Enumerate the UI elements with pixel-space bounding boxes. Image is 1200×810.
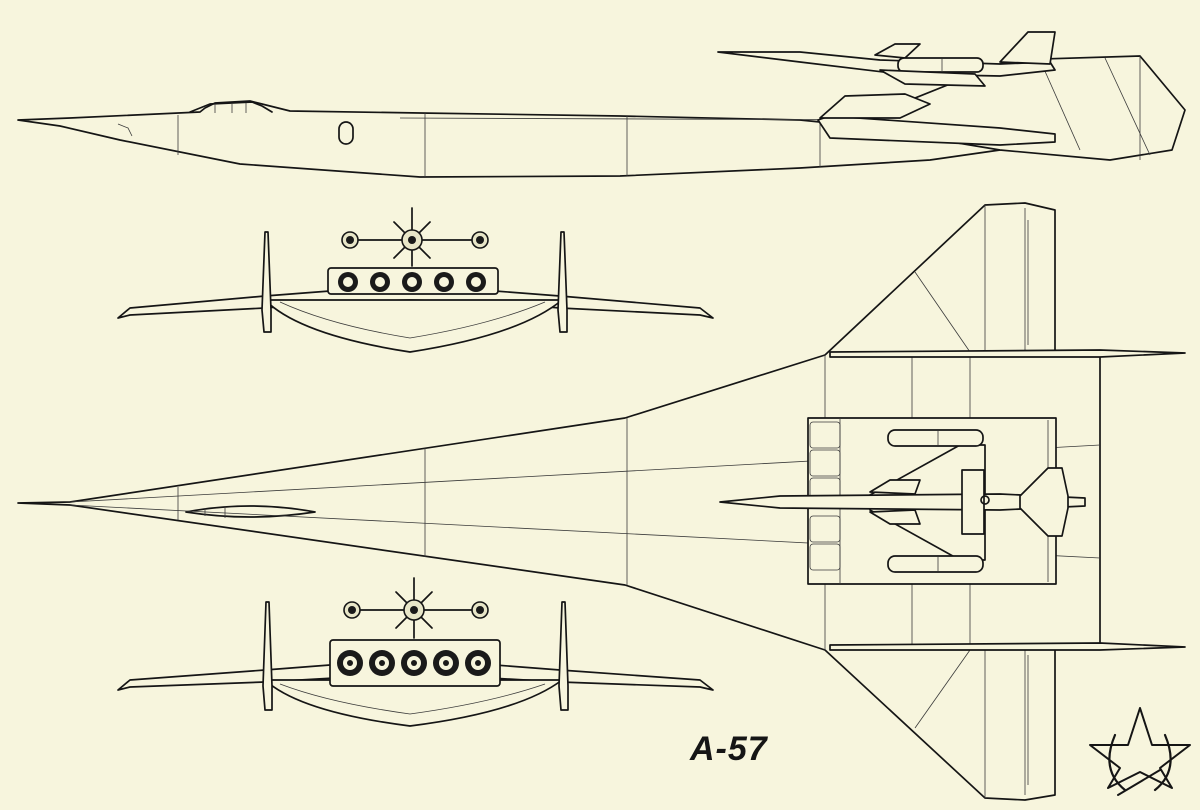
top-fin-right: [829, 642, 1186, 651]
drone-engine-right: [887, 555, 984, 573]
drone-engine-left: [887, 429, 984, 447]
side-drone-wing: [879, 69, 986, 87]
nose-panel: [117, 123, 133, 137]
side-chine: [399, 117, 901, 121]
intake-duct: [809, 543, 841, 571]
side-drone-canard: [874, 43, 921, 59]
side-view: [17, 31, 1186, 178]
rear-belly: [264, 679, 563, 727]
drone-fuselage: [719, 493, 1086, 511]
intake-duct: [809, 449, 841, 477]
wing-panel: [914, 271, 971, 353]
rear-drone: [343, 577, 489, 639]
drone-tail: [1019, 467, 1069, 537]
wing-panel: [914, 649, 971, 729]
side-dorsal-mount: [819, 93, 931, 119]
rear-fin-right: [558, 601, 569, 711]
front-belly: [264, 299, 563, 353]
rear-belly-contour: [279, 683, 546, 715]
drone-center-section: [961, 469, 985, 535]
rear-fin-left: [262, 601, 273, 711]
rear-nozzles: [337, 650, 491, 676]
aircraft-designation: A-57: [690, 730, 768, 768]
intake-duct: [809, 421, 841, 449]
side-drone-engine: [897, 57, 984, 73]
top-fin-left: [829, 349, 1186, 358]
front-view: [117, 207, 714, 353]
front-drone: [341, 207, 489, 267]
drone-canard-right: [869, 509, 921, 525]
front-intakes: [338, 272, 486, 292]
top-view: [17, 202, 1186, 801]
top-drone: [719, 429, 1086, 573]
fin-panel: [1104, 57, 1151, 156]
drone-canard-left: [869, 479, 921, 495]
drone-hub: [980, 495, 990, 505]
side-hatch: [338, 121, 354, 145]
front-fin-right: [557, 231, 568, 333]
rear-view: [117, 577, 714, 727]
side-canopy: [189, 101, 273, 113]
side-drone-fin: [999, 31, 1056, 65]
fin-panel: [1039, 59, 1081, 151]
belly-contour: [279, 301, 546, 339]
intake-duct: [809, 515, 841, 543]
star-emblem: [1089, 707, 1191, 796]
front-fin-left: [261, 231, 272, 333]
